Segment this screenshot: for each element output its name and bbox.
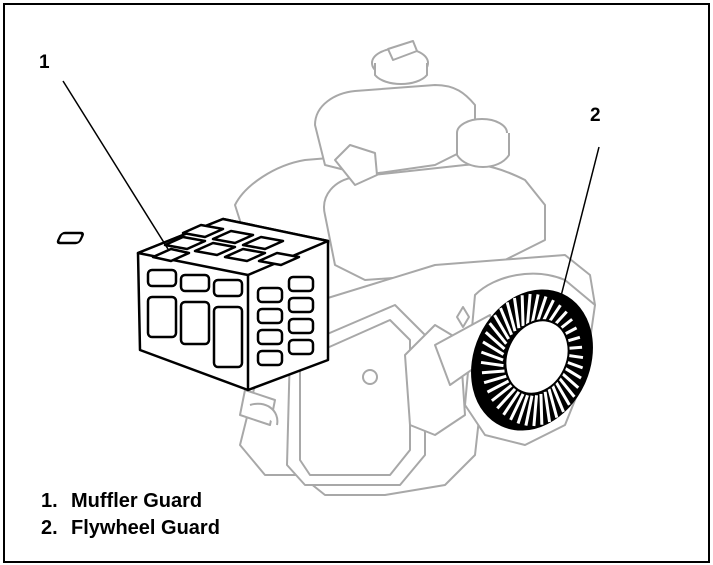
flywheel-fin (505, 301, 517, 332)
callout-1-leader (62, 80, 169, 250)
flywheel-fin (512, 297, 521, 329)
flywheel-fin (488, 322, 508, 345)
flywheel-fin (502, 390, 521, 416)
flywheel-fin (532, 395, 539, 427)
figure-frame: 1 2 1. Muffler Guard 2. Flywheel Guard (3, 3, 710, 563)
flywheel-fin (554, 380, 571, 406)
flywheel-fin (481, 369, 505, 375)
flywheel-fin (484, 331, 506, 351)
legend-item-label: Flywheel Guard (71, 517, 220, 539)
flywheel-fin (516, 394, 529, 424)
callout-2-leader (559, 146, 600, 301)
muffler-guard (56, 217, 330, 392)
flywheel-fin (490, 384, 513, 402)
flywheel-fin (520, 295, 525, 327)
flywheel-fin (530, 294, 540, 325)
flywheel-guard (471, 289, 593, 431)
legend-item-label: Muffler Guard (71, 490, 203, 512)
flywheel-fin (551, 384, 565, 413)
flywheel-fin (524, 395, 534, 426)
flywheel-fin (496, 387, 517, 410)
legend-item-number: 1. (41, 490, 58, 512)
legend-item: 1. Muffler Guard (41, 488, 220, 515)
callout-2: 2 (590, 105, 601, 126)
flywheel-fin (483, 374, 507, 385)
legend: 1. Muffler Guard 2. Flywheel Guard (41, 488, 220, 542)
flywheel-fin (509, 393, 525, 421)
flywheel-fin (499, 307, 513, 336)
flywheel-fin (525, 293, 532, 325)
callout-1: 1 (39, 52, 50, 73)
flywheel-fin (493, 314, 510, 340)
flywheel-fin (547, 388, 559, 419)
engine-illustration (56, 40, 600, 496)
flywheel-fin (486, 379, 510, 394)
flywheel-fin (480, 350, 504, 362)
flywheel-fin (480, 360, 504, 368)
legend-item: 2. Flywheel Guard (41, 515, 220, 542)
flywheel-fin (556, 375, 576, 398)
legend-item-number: 2. (41, 517, 58, 539)
flywheel-fin (482, 340, 505, 356)
flywheel-fin (539, 393, 544, 425)
flywheel-fin (543, 391, 552, 423)
